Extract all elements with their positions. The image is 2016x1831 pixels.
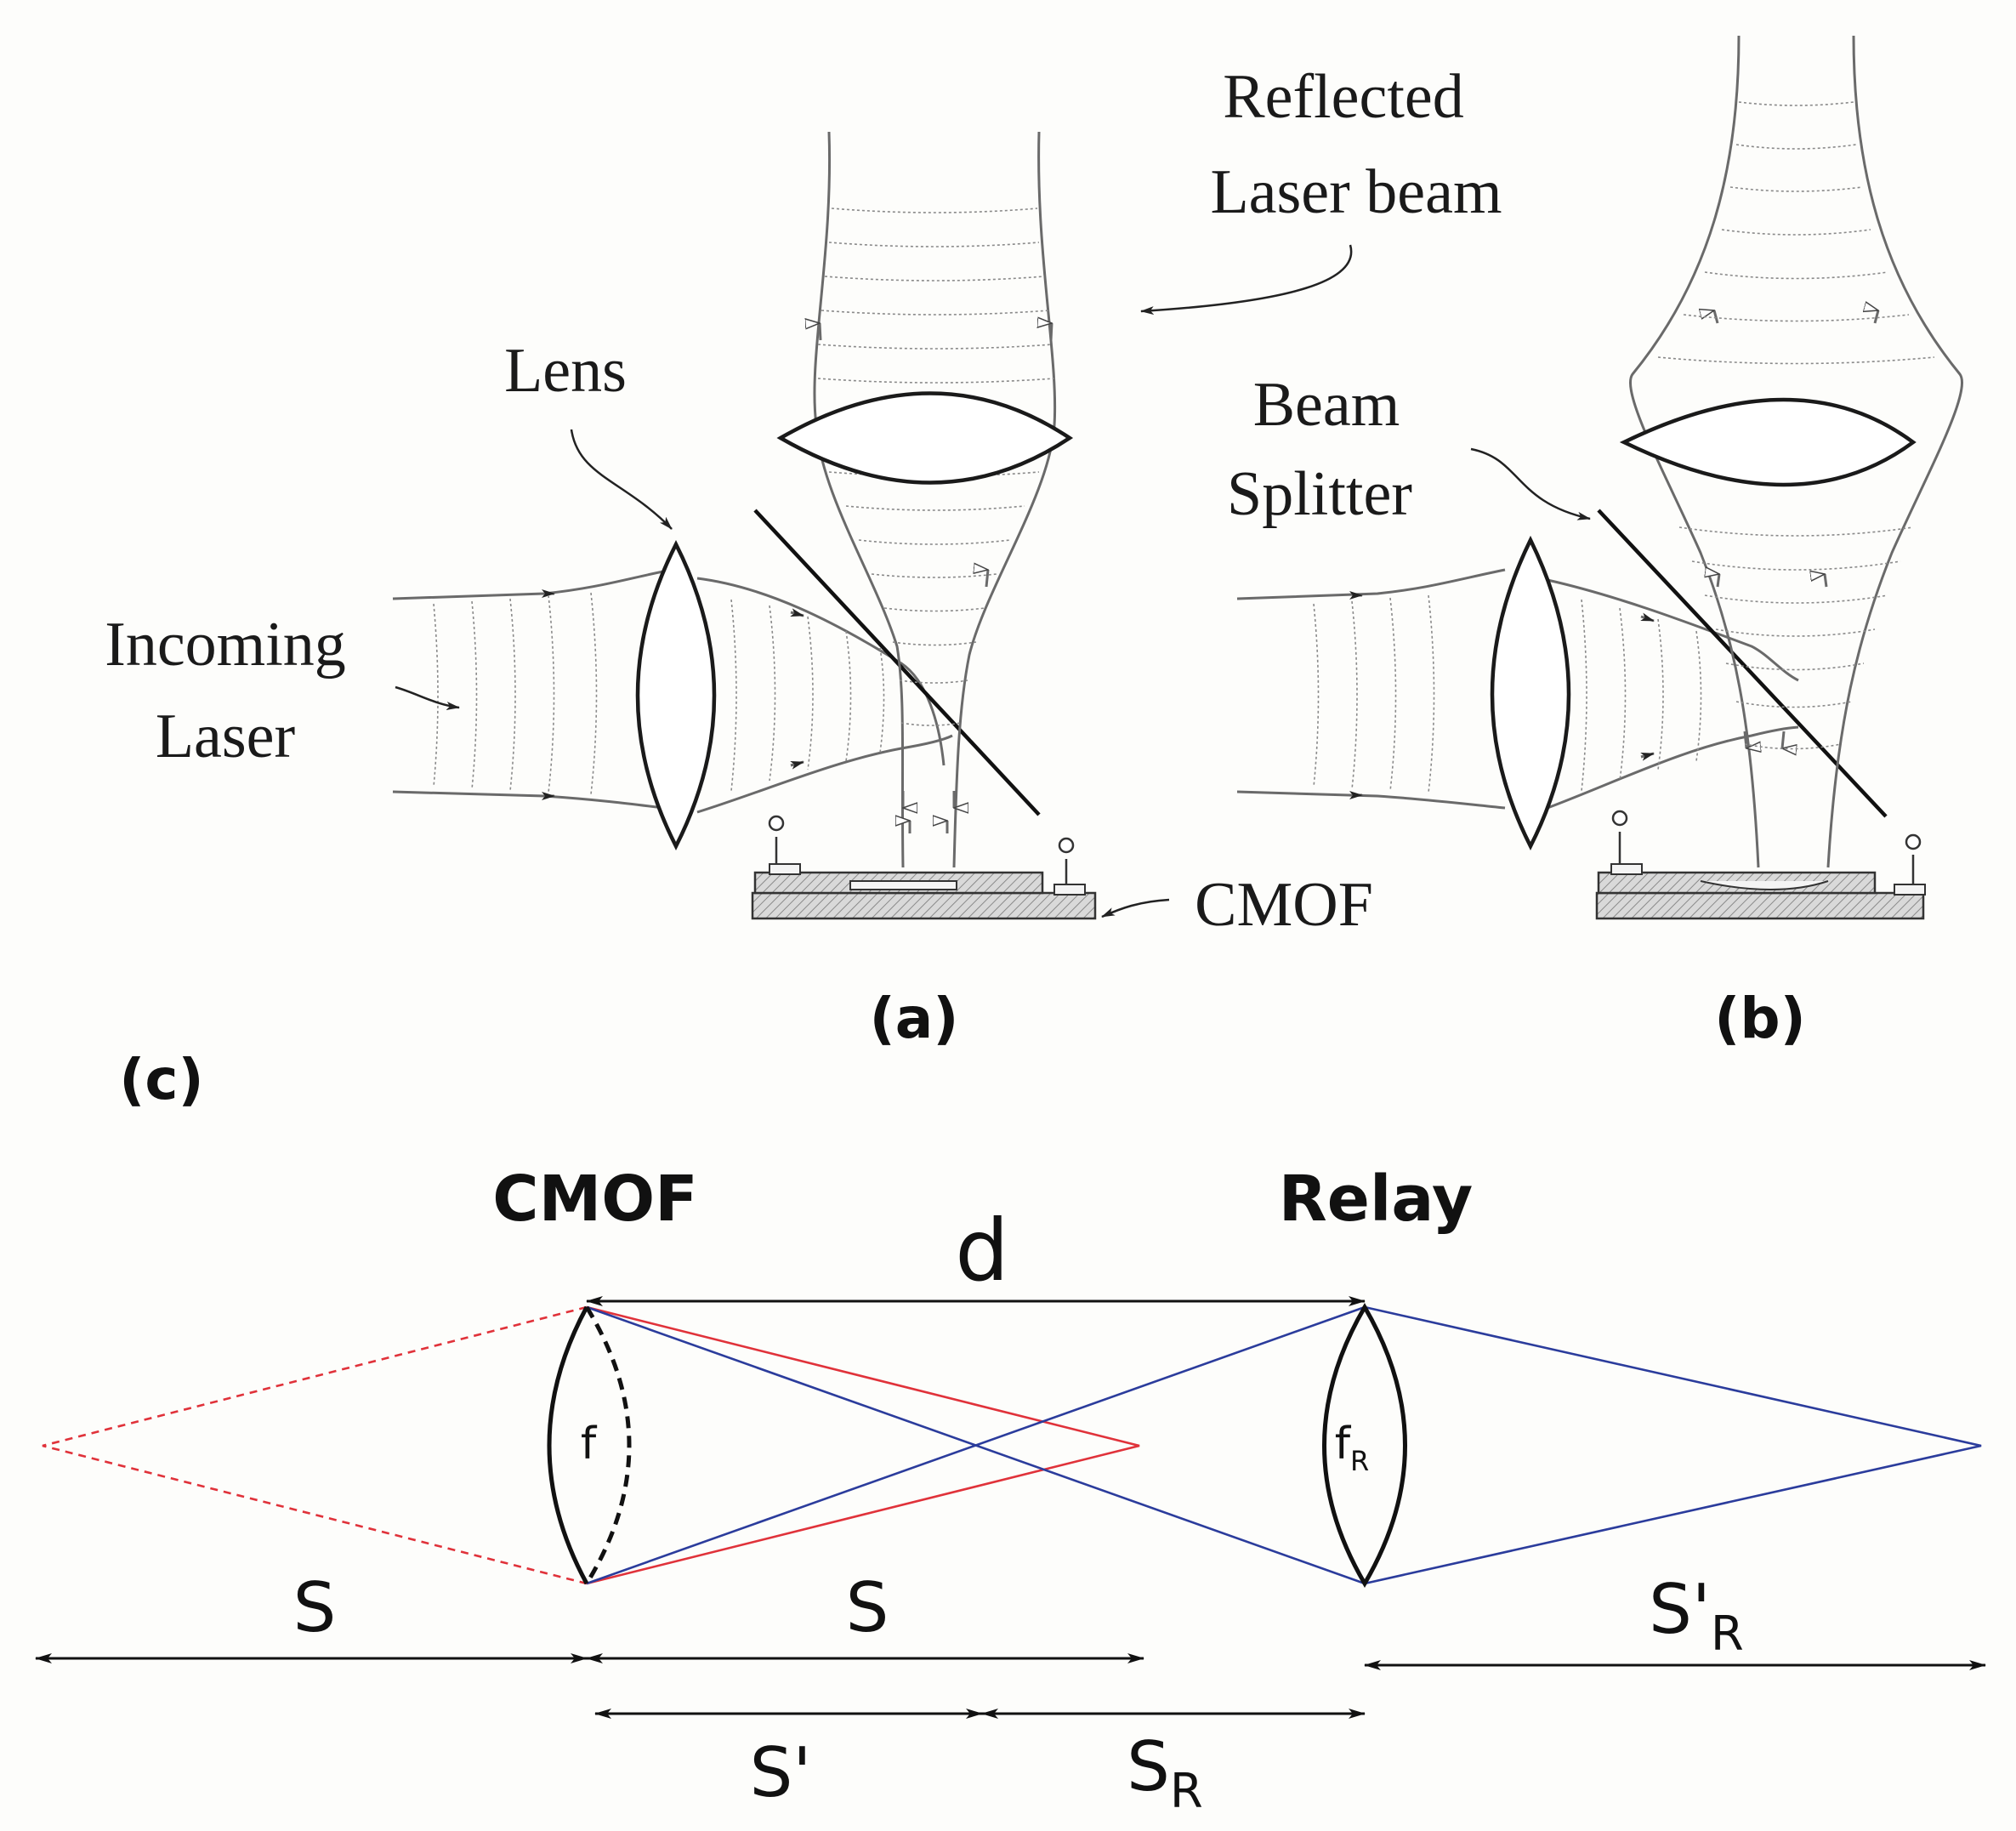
cmof-label: CMOF (1195, 870, 1373, 940)
focused-beam-b (1547, 578, 1799, 810)
s-left-label: S (293, 1568, 337, 1647)
lens-a-input (635, 540, 717, 850)
s-right-label: S (846, 1568, 889, 1647)
incoming-label-line1: Incoming (105, 610, 346, 680)
cmof-lens-deformed (584, 1305, 632, 1585)
d-label: d (955, 1201, 1008, 1300)
cmof-title: CMOF (492, 1163, 697, 1236)
relay-title: Relay (1279, 1163, 1473, 1236)
fr-label: fR (1335, 1419, 1370, 1477)
incoming-pointer (395, 685, 460, 710)
s-r-label: SR (1127, 1727, 1203, 1819)
incoming-beam-b (1236, 568, 1506, 810)
cmof-device-b (1595, 810, 1926, 920)
reflected-label-line1: Reflected (1223, 62, 1464, 132)
lens-a-relay (776, 391, 1074, 485)
lens-label: Lens (504, 336, 627, 406)
beam-splitter-a (753, 509, 1041, 816)
lens-pointer (570, 429, 673, 530)
panel-a: Reflected Laser beam Lens Incoming Laser… (105, 62, 1502, 1051)
reflected-pointer (1140, 244, 1353, 316)
f-label: f (581, 1419, 598, 1470)
blue-rays-cmof-lower (586, 1305, 1366, 1585)
reflected-label-line2: Laser beam (1210, 157, 1502, 227)
cmof-device-a (751, 815, 1097, 920)
focused-beam (696, 577, 953, 814)
beam-label-line1: Beam (1253, 370, 1400, 440)
red-rays (586, 1305, 1140, 1585)
blue-rays-relay (1364, 1305, 1982, 1585)
red-virtual-rays (42, 1305, 588, 1585)
incoming-label-line2: Laser (156, 702, 295, 771)
cmof-lens (547, 1305, 589, 1585)
beam-splitter-pointer (1470, 447, 1591, 520)
lens-b-input (1490, 535, 1571, 850)
panel-a-label: (a) (870, 986, 959, 1051)
panel-c: (c) CMOF Relay d f fR S S S'R S' SR (35, 1047, 1986, 1819)
incoming-beam (392, 570, 664, 810)
panel-b: Beam Splitter (b) (1227, 35, 1964, 1051)
reflected-beam-a (815, 131, 1057, 868)
relay-lens (1322, 1303, 1407, 1588)
lens-b-relay (1619, 397, 1917, 487)
panel-b-label: (b) (1714, 986, 1806, 1051)
s-prime-r-label: S'R (1649, 1570, 1744, 1662)
s-prime-label: S' (750, 1733, 812, 1812)
panel-c-label: (c) (119, 1047, 203, 1112)
cmof-pointer (1101, 898, 1170, 918)
splitter-label-line2: Splitter (1227, 459, 1412, 529)
